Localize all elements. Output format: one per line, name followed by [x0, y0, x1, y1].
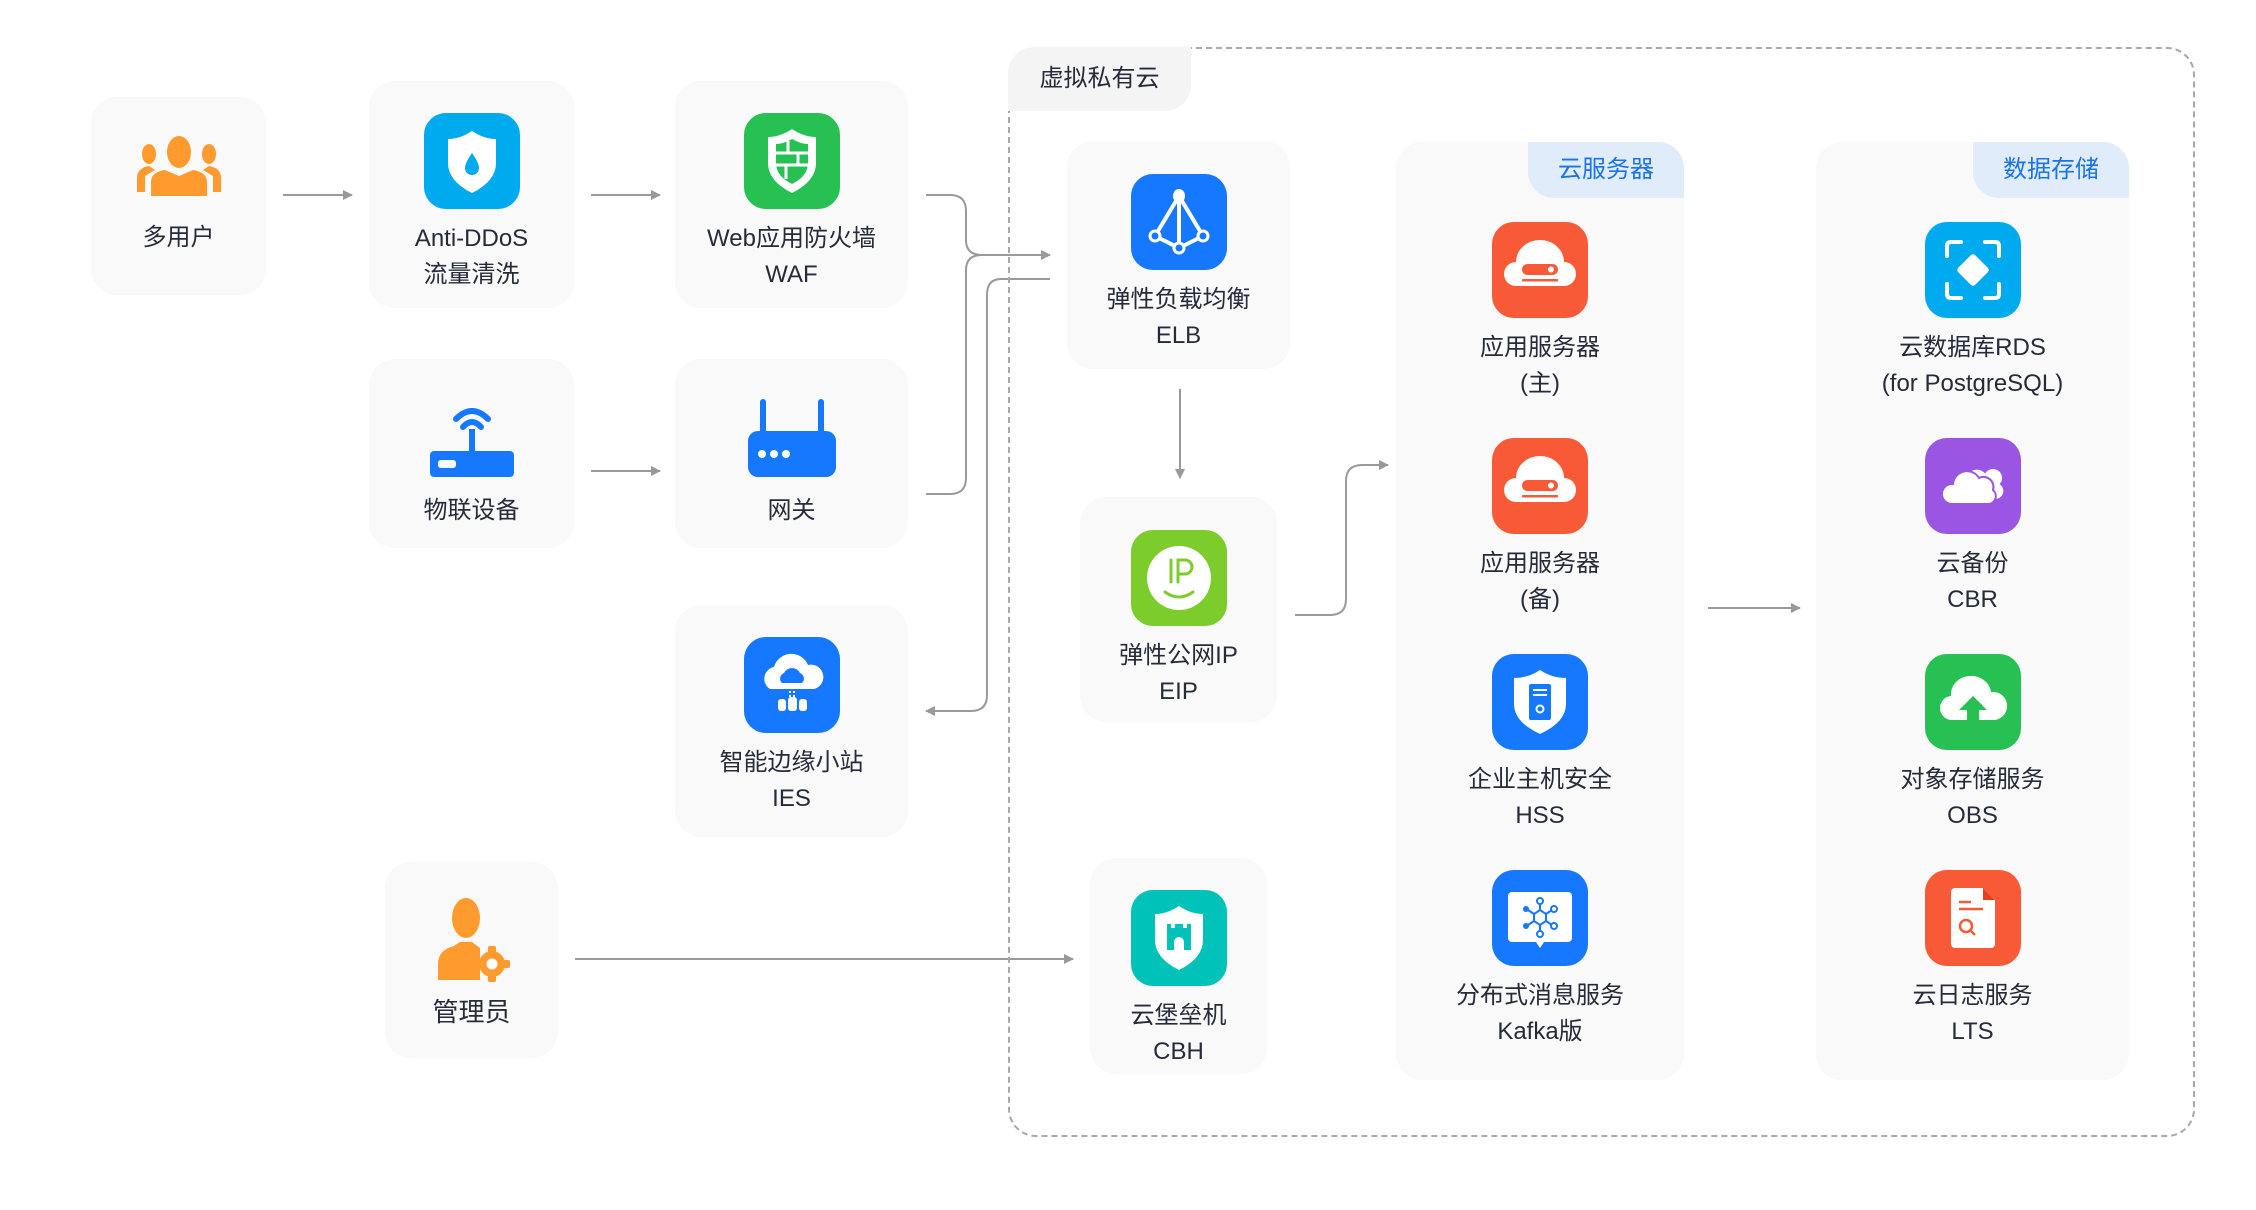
node-gateway[interactable]: 网关	[675, 359, 908, 548]
node-label-primary: 云数据库RDS	[1899, 334, 2046, 361]
node-ies[interactable]: 智能边缘小站 IES	[675, 605, 908, 837]
node-waf[interactable]: Web应用防火墙 WAF	[675, 81, 908, 308]
panel-title: 云服务器	[1528, 142, 1684, 198]
node-label-primary: 云日志服务	[1912, 982, 2033, 1009]
node-label-primary: 弹性负载均衡	[1106, 286, 1251, 313]
log-search-icon	[1924, 870, 2021, 966]
cloud-server-icon	[1492, 438, 1588, 534]
node-label-secondary: 流量清洗	[423, 261, 520, 288]
arrow-eip-to-servers	[1295, 460, 1389, 616]
node-label: 管理员	[432, 997, 511, 1027]
message-hub-icon	[1492, 870, 1588, 966]
node-label-secondary: (主)	[1520, 370, 1560, 397]
wifi-router-icon	[424, 399, 520, 483]
node-label-secondary: LTS	[1951, 1018, 1994, 1045]
node-elb[interactable]: 弹性负载均衡 ELB	[1067, 141, 1290, 369]
node-label-primary: 应用服务器	[1480, 550, 1600, 577]
load-balancer-icon	[1130, 174, 1227, 270]
host-security-icon	[1492, 654, 1588, 750]
node-multi-user[interactable]: 多用户	[91, 97, 266, 295]
node-kafka[interactable]: 分布式消息服务 Kafka版	[1396, 870, 1684, 1050]
node-label-secondary: Kafka版	[1497, 1018, 1583, 1045]
node-eip[interactable]: 弹性公网IP EIP	[1080, 497, 1277, 722]
node-label-secondary: CBH	[1153, 1038, 1204, 1065]
node-cbr[interactable]: 云备份 CBR	[1816, 438, 2129, 618]
node-cbh[interactable]: 云堡垒机 CBH	[1090, 858, 1267, 1074]
node-label: 物联设备	[423, 497, 520, 524]
node-label-secondary: (for PostgreSQL)	[1881, 370, 2064, 397]
database-icon	[1924, 222, 2021, 318]
node-label-primary: 智能边缘小站	[719, 749, 864, 776]
node-label-secondary: (备)	[1520, 586, 1560, 613]
node-hss[interactable]: 企业主机安全 HSS	[1396, 654, 1684, 834]
node-label-primary: 应用服务器	[1480, 334, 1600, 361]
node-label-primary: 企业主机安全	[1468, 766, 1612, 793]
node-label-secondary: HSS	[1515, 802, 1565, 829]
node-rds[interactable]: 云数据库RDS (for PostgreSQL)	[1816, 222, 2129, 402]
cloud-servers-panel: 云服务器 应用服务器 (主) 应用服务器 (备) 企业主机安全 HSS 分布式消…	[1396, 142, 1684, 1080]
node-label-secondary: WAF	[765, 261, 818, 288]
node-label-primary: 对象存储服务	[1900, 766, 2045, 793]
node-label-secondary: CBR	[1947, 586, 1998, 613]
node-label-primary: Anti-DDoS	[414, 225, 529, 252]
panel-title: 数据存储	[1973, 142, 2129, 198]
node-app-server-primary[interactable]: 应用服务器 (主)	[1396, 222, 1684, 402]
node-label-primary: 分布式消息服务	[1456, 982, 1624, 1009]
node-admin[interactable]: 管理员	[385, 862, 558, 1058]
node-label-secondary: OBS	[1947, 802, 1998, 829]
cloud-upload-icon	[1924, 654, 2021, 750]
node-label: 网关	[767, 497, 816, 524]
arrow-gateway-to-elb	[926, 254, 983, 495]
node-label-secondary: ELB	[1155, 322, 1202, 349]
node-obs[interactable]: 对象存储服务 OBS	[1816, 654, 2129, 834]
data-storage-panel: 数据存储 云数据库RDS (for PostgreSQL) 云备份 CBR 对象…	[1816, 142, 2129, 1080]
node-lts[interactable]: 云日志服务 LTS	[1816, 870, 2129, 1050]
node-iot-device[interactable]: 物联设备	[369, 359, 574, 548]
node-label-secondary: EIP	[1159, 678, 1198, 705]
node-anti-ddos[interactable]: Anti-DDoS 流量清洗	[369, 81, 574, 308]
node-label-primary: 弹性公网IP	[1119, 642, 1238, 669]
cloud-backup-icon	[1924, 438, 2021, 534]
arrow-waf-to-elb	[926, 194, 1051, 260]
admin-gear-icon	[424, 892, 520, 988]
node-label-primary: Web应用防火墙	[707, 225, 876, 252]
arrow-elb-to-ies	[925, 278, 1050, 716]
fortress-shield-icon	[1130, 890, 1227, 986]
vpc-label: 虚拟私有云	[1008, 47, 1191, 111]
node-label-primary: 云备份	[1936, 550, 2009, 577]
shield-wall-icon	[743, 113, 840, 209]
cloud-server-icon	[1492, 222, 1588, 318]
node-label-secondary: IES	[772, 785, 811, 812]
node-label-primary: 云堡垒机	[1130, 1002, 1227, 1029]
edge-cloud-icon	[743, 637, 840, 733]
router-icon	[744, 399, 840, 483]
users-icon	[131, 136, 227, 208]
node-label: 多用户	[142, 224, 215, 251]
node-app-server-standby[interactable]: 应用服务器 (备)	[1396, 438, 1684, 618]
vpc-boundary	[1008, 47, 2195, 1137]
ip-icon	[1130, 530, 1227, 626]
shield-droplet-icon	[423, 113, 520, 209]
